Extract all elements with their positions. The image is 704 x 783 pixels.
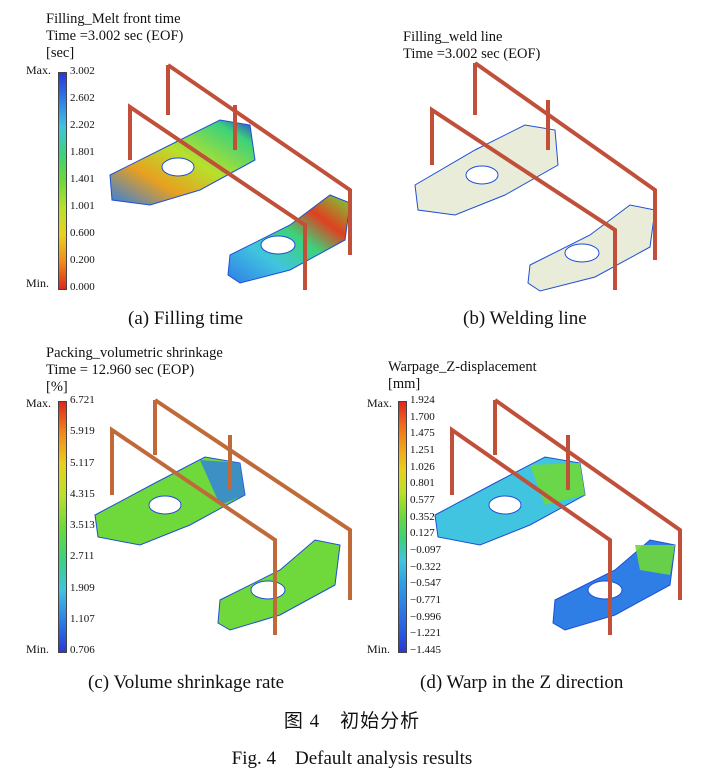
scale-tick-label: 1.924 (410, 394, 435, 406)
figure-caption-english: Fig. 4 Default analysis results (231, 748, 473, 769)
panel-b-title-line-2: Time =3.002 sec (EOF) (403, 46, 541, 62)
panel-b-model-render (414, 61, 657, 292)
panel-b-caption: (b) Welding line (463, 308, 587, 329)
panel-d-title-line-1: Warpage_Z-displacement (388, 359, 537, 375)
panel-d-model-render (434, 398, 682, 635)
panel-d-caption: (d) Warp in the Z direction (420, 672, 624, 693)
panel-c-max-label: Max. (26, 396, 51, 410)
panel-a-max-label: Max. (26, 63, 51, 77)
scale-tick-label: 0.600 (70, 227, 95, 239)
scale-tick-label: 5.919 (70, 425, 95, 438)
scale-tick-label: 0.200 (70, 254, 95, 266)
scale-tick-label: 1.909 (70, 581, 95, 594)
panel-a-model-render (109, 63, 352, 290)
panel-c-title-line-1: Packing_volumetric shrinkage (46, 345, 223, 361)
scale-tick-label: −0.547 (410, 577, 441, 590)
panel-b-title: Filling_weld line Time =3.002 sec (EOF) (403, 29, 540, 63)
panel-d-title-line-2: [mm] (388, 376, 421, 392)
panel-a-color-scale (58, 72, 67, 290)
panel-a-title-line-3: [sec] (46, 45, 75, 61)
scale-tick-label: −0.996 (410, 610, 441, 623)
scale-tick-label: 3.513 (70, 519, 95, 531)
panel-d-min-label: Min. (367, 642, 391, 656)
scale-tick-label: 1.475 (410, 427, 435, 440)
scale-tick-label: 1.001 (70, 200, 95, 212)
panel-d-color-scale (398, 401, 407, 653)
panel-c-color-scale (58, 401, 67, 653)
panel-c-min-label: Min. (26, 642, 50, 656)
panel-b-title-line-1: Filling_weld line (403, 29, 503, 45)
scale-tick-label: −1.221 (410, 627, 441, 640)
panel-d-title: Warpage_Z-displacement [mm] (388, 359, 537, 393)
scale-tick-label: 1.801 (70, 146, 95, 158)
panel-a-title-line-1: Filling_Melt front time (46, 11, 181, 27)
scale-tick-label: −1.445 (410, 644, 441, 656)
scale-tick-label: −0.771 (410, 594, 441, 606)
panel-d-max-label: Max. (367, 396, 392, 410)
scale-tick-label: 0.352 (410, 510, 435, 523)
scale-tick-label: 0.000 (70, 281, 95, 293)
scale-tick-label: 1.251 (410, 444, 435, 456)
panel-c-title-line-2: Time = 12.960 sec (EOP) (46, 362, 195, 378)
panel-a-min-label: Min. (26, 276, 50, 290)
scale-tick-label: 1.700 (410, 410, 435, 423)
panel-a-caption: (a) Filling time (128, 308, 244, 329)
scale-tick-label: 2.202 (70, 119, 95, 131)
scale-tick-label: 3.002 (70, 65, 95, 77)
scale-tick-label: 0.127 (410, 527, 435, 540)
panel-c-title-line-3: [%] (46, 379, 68, 395)
panel-a-title-line-2: Time =3.002 sec (EOF) (46, 28, 184, 44)
scale-tick-label: 2.602 (70, 92, 95, 104)
panel-c-title: Packing_volumetric shrinkage Time = 12.9… (46, 345, 223, 396)
figure-caption-chinese: 图 4 初始分析 (283, 711, 421, 732)
panel-a-title: Filling_Melt front time Time =3.002 sec … (46, 11, 183, 62)
scale-tick-label: −0.097 (410, 544, 441, 556)
scale-tick-label: 0.577 (410, 494, 435, 506)
scale-tick-label: 1.026 (410, 460, 435, 473)
scale-tick-label: −0.322 (410, 560, 441, 573)
scale-tick-label: 0.801 (410, 477, 435, 490)
scale-tick-label: 4.315 (70, 487, 95, 500)
scale-tick-label: 1.107 (70, 612, 95, 625)
scale-tick-label: 2.711 (70, 550, 95, 563)
scale-tick-label: 6.721 (70, 394, 95, 406)
panel-c-model-render (94, 398, 352, 635)
scale-tick-label: 5.117 (70, 456, 95, 469)
scale-tick-label: 1.401 (70, 173, 95, 185)
scale-tick-label: 0.706 (70, 644, 95, 656)
panel-c-caption: (c) Volume shrinkage rate (88, 672, 285, 693)
